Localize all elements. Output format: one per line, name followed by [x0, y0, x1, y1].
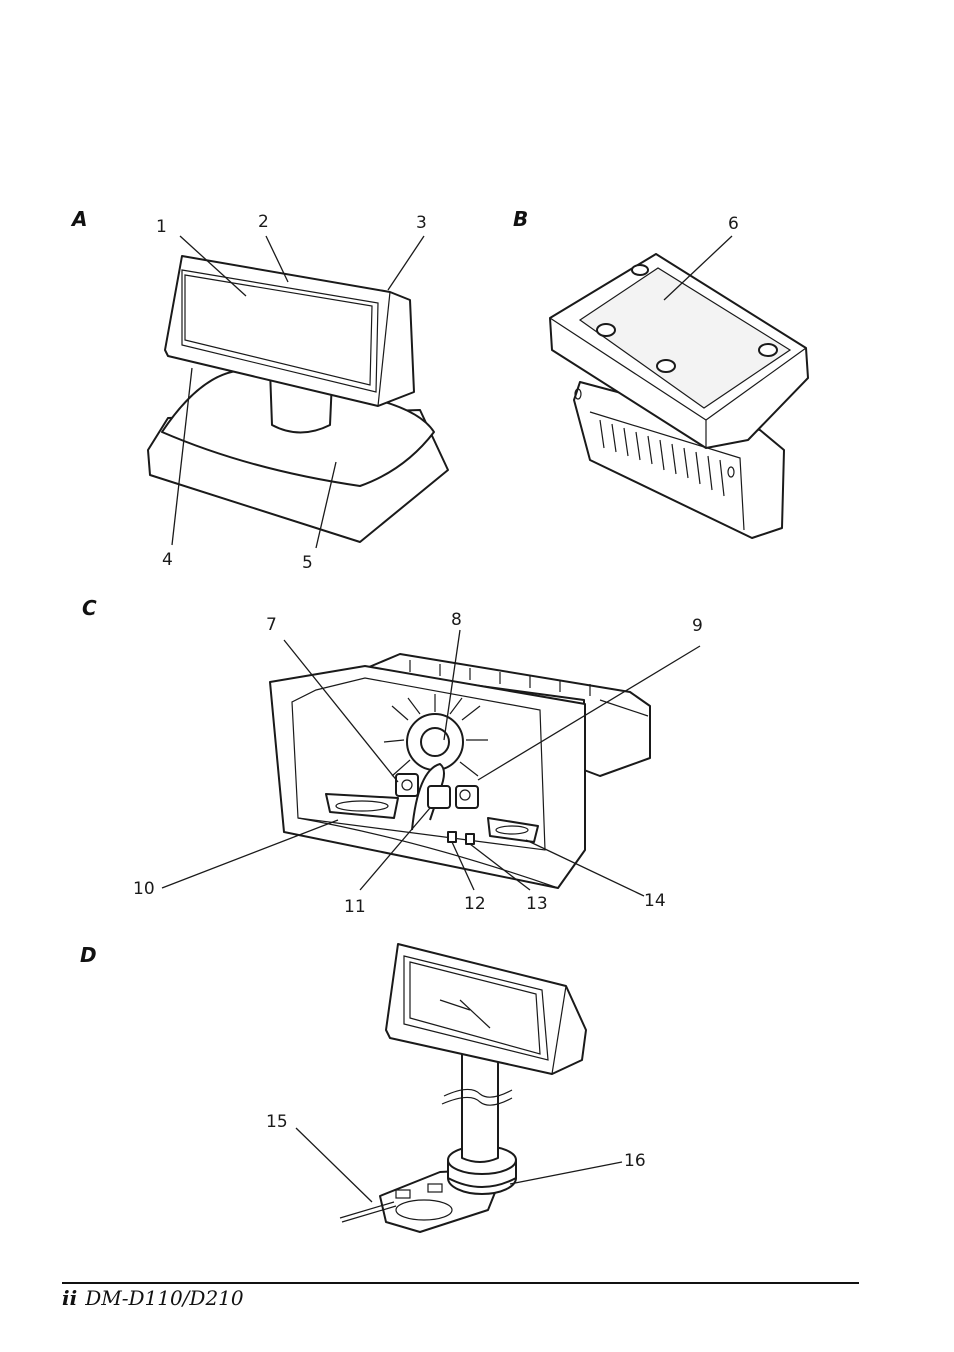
callout-4: 4: [162, 550, 173, 570]
figure-a: A 1 2 3 4 5: [70, 207, 449, 573]
callout-15: 15: [266, 1112, 288, 1132]
feet: [596, 264, 778, 373]
callout-12: 12: [464, 894, 486, 914]
callout-1: 1: [156, 217, 167, 237]
cable-clamp: [383, 694, 488, 777]
callout-14: 14: [644, 891, 666, 911]
figure-c: C: [82, 596, 703, 917]
callout-5: 5: [302, 553, 313, 573]
figure-b-label: B: [513, 207, 528, 231]
figure-d-label: D: [80, 943, 97, 967]
callout-3: 3: [416, 213, 427, 233]
footer-rule: [62, 1282, 859, 1284]
document-title: DM-D110/D210: [85, 1286, 244, 1310]
callout-16: 16: [624, 1151, 646, 1171]
figure-a-label: A: [70, 207, 87, 231]
callout-2: 2: [258, 212, 269, 232]
callout-9: 9: [692, 616, 703, 636]
callout-11: 11: [344, 897, 366, 917]
page-number: ii: [62, 1286, 78, 1310]
figure-b: B 6: [513, 207, 809, 539]
callout-6: 6: [728, 214, 739, 234]
callout-7: 7: [266, 615, 277, 635]
callout-10: 10: [133, 879, 155, 899]
page-footer: ii DM-D110/D210: [62, 1286, 244, 1310]
figure-d: D 15 16: [80, 943, 646, 1233]
callout-13: 13: [526, 894, 548, 914]
figure-c-label: C: [82, 596, 97, 620]
callout-8: 8: [451, 610, 462, 630]
